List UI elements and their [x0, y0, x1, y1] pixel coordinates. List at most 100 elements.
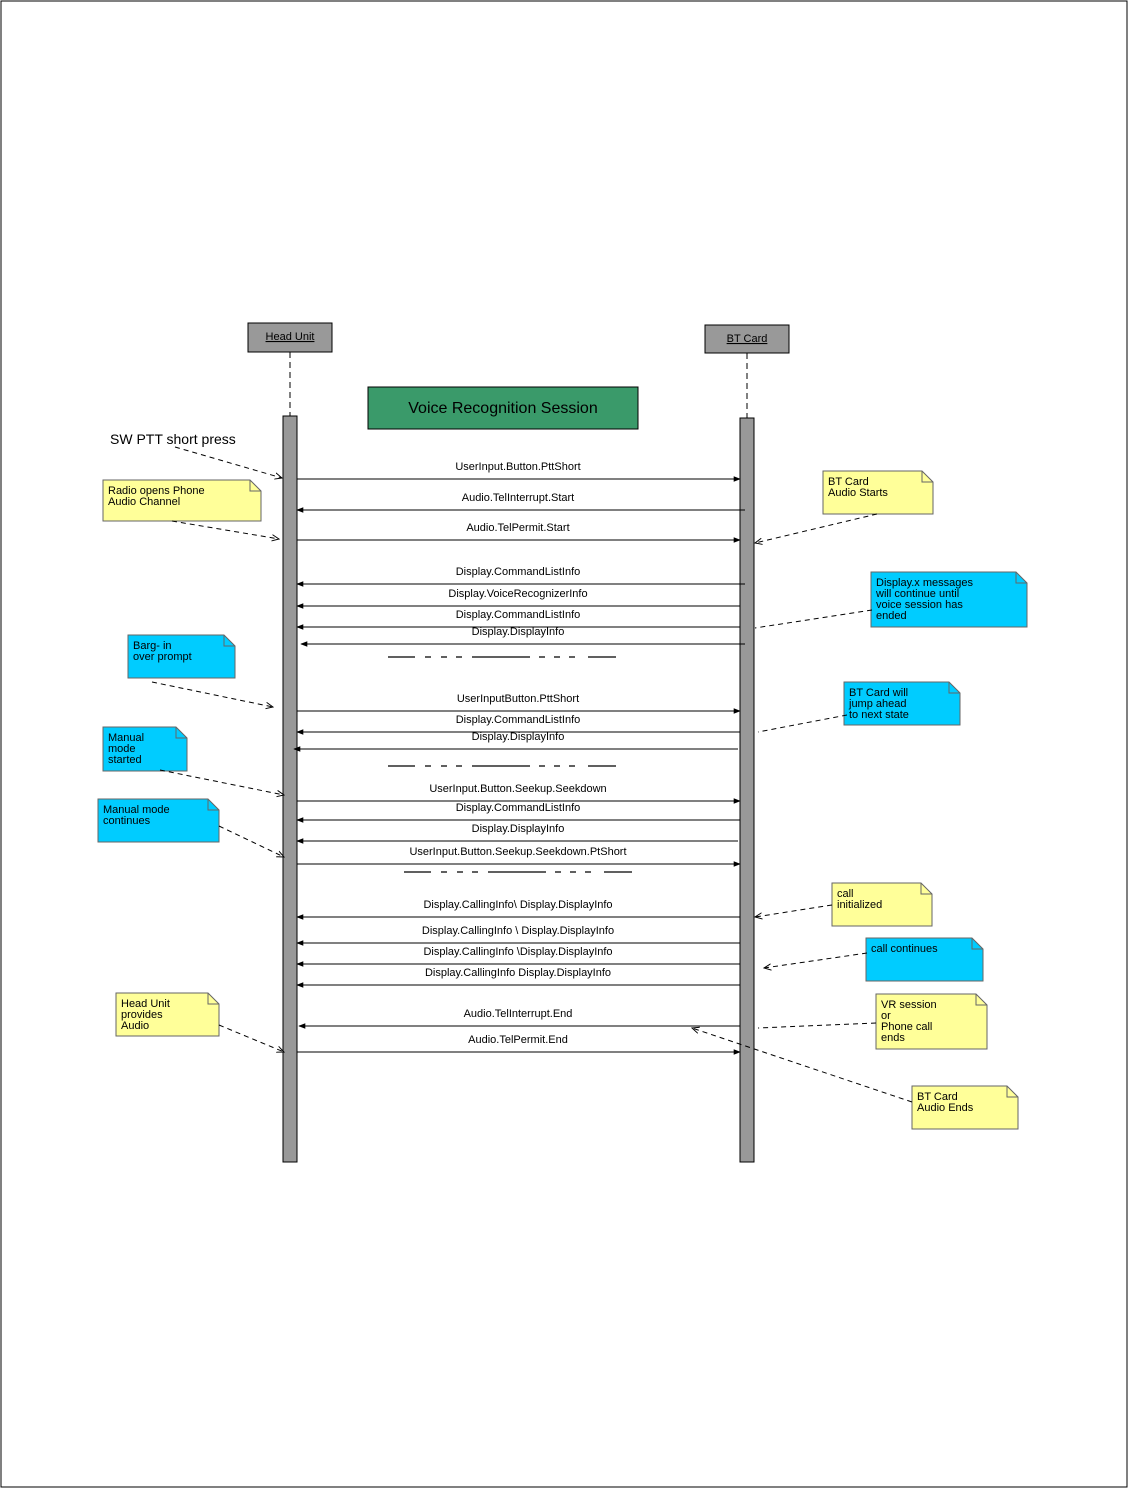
note-line: will continue until: [875, 588, 959, 600]
message-18: Display.CallingInfo Display.DisplayInfo: [296, 967, 740, 988]
connector-manual-continues: [218, 825, 284, 857]
connector-barge-in: [151, 681, 273, 707]
note-fold: [175, 727, 187, 739]
message-2: Audio.TelInterrupt.Start: [296, 492, 745, 513]
message-label: Audio.TelInterrupt.End: [464, 1008, 573, 1020]
message-label: Display.CallingInfo Display.DisplayInfo: [425, 967, 611, 979]
separators: [388, 656, 632, 873]
connector-vr-ends: [757, 1022, 877, 1029]
note-line: or: [881, 1010, 891, 1022]
note-body: [102, 479, 262, 522]
message-label: Display.CallingInfo \Display.DisplayInfo: [423, 946, 612, 958]
note-line: Audio Ends: [917, 1102, 974, 1114]
connector-sw-ptt: [174, 446, 282, 478]
message-16: Display.CallingInfo \ Display.DisplayInf…: [296, 925, 740, 946]
message-label: UserInput.Button.Seekup.Seekdown.PtShort: [409, 846, 626, 858]
message-9: Display.CommandListInfo: [296, 714, 740, 735]
note-line: ended: [876, 610, 907, 622]
note-fold: [920, 883, 932, 895]
message-label: Display.DisplayInfo: [472, 823, 565, 835]
message-label: Audio.TelPermit.End: [468, 1034, 568, 1046]
note-line: Audio Channel: [108, 496, 180, 508]
message-10: Display.DisplayInfo: [293, 731, 738, 752]
note-line: provides: [121, 1009, 163, 1021]
message-label: Display.CommandListInfo: [456, 566, 581, 578]
message-13: Display.DisplayInfo: [296, 823, 738, 844]
message-15: Display.CallingInfo\ Display.DisplayInfo: [296, 899, 740, 920]
message-11: UserInput.Button.Seekup.Seekdown: [297, 783, 741, 804]
message-label: Display.CommandListInfo: [456, 714, 581, 726]
message-20: Audio.TelPermit.End: [297, 1034, 741, 1055]
note-call-continues: call continues: [865, 937, 984, 982]
message-label: UserInput.Button.PttShort: [455, 461, 580, 473]
message-17: Display.CallingInfo \Display.DisplayInfo: [296, 946, 740, 967]
connector-bt-audio-starts: [755, 513, 878, 543]
message-label: Display.DisplayInfo: [472, 626, 565, 638]
diagram-title: Voice Recognition Session: [408, 400, 597, 417]
note-line: ends: [881, 1032, 905, 1044]
actor-head-unit: Head Unit: [247, 322, 333, 353]
note-line: BT Card: [917, 1091, 958, 1103]
actor-bt-card-label: BT Card: [727, 333, 768, 345]
note-body: [822, 470, 934, 515]
messages: UserInput.Button.PttShortAudio.TelInterr…: [293, 461, 745, 1055]
message-14: UserInput.Button.Seekup.Seekdown.PtShort: [297, 846, 741, 867]
diagram-title-box: Voice Recognition Session: [367, 386, 639, 430]
note-body: [831, 882, 933, 927]
message-label: Display.CallingInfo\ Display.DisplayInfo: [423, 899, 612, 911]
lifeline-head-unit: [282, 415, 298, 1163]
note-line: mode: [108, 743, 136, 755]
note-body: [911, 1085, 1019, 1130]
message-label: Display.VoiceRecognizerInfo: [448, 588, 587, 600]
note-fold: [207, 799, 219, 811]
note-line: Audio: [121, 1020, 149, 1032]
message-label: Display.DisplayInfo: [472, 731, 565, 743]
note-call-init: call initialized: [831, 882, 933, 927]
connector-bt-audio-ends: [692, 1028, 913, 1103]
message-label: Display.CommandListInfo: [456, 609, 581, 621]
note-line: initialized: [837, 899, 882, 911]
note-body: [865, 937, 984, 982]
connector-call-continues: [764, 952, 868, 968]
note-line: to next state: [849, 709, 909, 721]
sw-ptt-label: SW PTT short press: [110, 431, 236, 447]
connector-head-provides: [218, 1024, 284, 1052]
connector-radio-opens: [171, 520, 279, 539]
note-fold: [948, 682, 960, 694]
note-line: started: [108, 754, 142, 766]
note-line: jump ahead: [848, 698, 907, 710]
connector-call-init: [755, 904, 833, 917]
note-line: Manual: [108, 732, 144, 744]
message-6: Display.CommandListInfo: [296, 609, 740, 630]
note-body: [115, 992, 220, 1037]
note-line: Manual mode: [103, 804, 170, 816]
message-3: Audio.TelPermit.Start: [297, 522, 741, 543]
note-line: Display.x messages: [876, 577, 973, 589]
message-label: Audio.TelPermit.Start: [466, 522, 569, 534]
message-19: Audio.TelInterrupt.End: [298, 1008, 740, 1029]
note-fold: [223, 635, 235, 647]
actor-head-unit-label: Head Unit: [266, 331, 315, 343]
note-body: [875, 993, 988, 1050]
note-line: call continues: [871, 943, 938, 955]
note-line: call: [837, 888, 854, 900]
message-label: Display.CallingInfo \ Display.DisplayInf…: [422, 925, 614, 937]
note-body: [843, 681, 961, 726]
note-line: continues: [103, 815, 151, 827]
note-fold: [921, 471, 933, 483]
note-fold: [207, 993, 219, 1005]
note-connectors: [151, 446, 913, 1103]
note-line: VR session: [881, 999, 937, 1011]
message-1: UserInput.Button.PttShort: [297, 461, 741, 482]
message-label: UserInput.Button.Seekup.Seekdown: [429, 783, 606, 795]
message-12: Display.CommandListInfo: [296, 802, 740, 823]
